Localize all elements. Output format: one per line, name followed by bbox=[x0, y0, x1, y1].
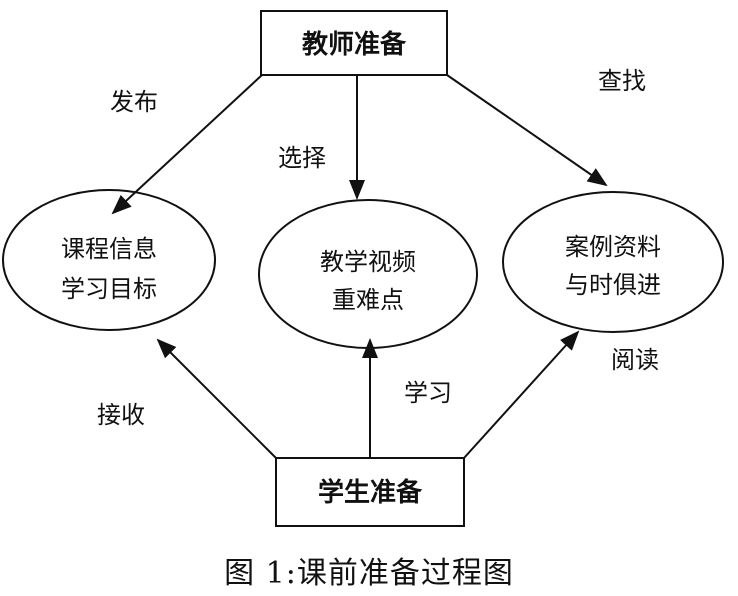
case-material-line1: 案例资料 bbox=[565, 233, 661, 261]
publish-label: 发布 bbox=[110, 88, 158, 116]
search-arrow bbox=[446, 74, 608, 187]
teacher-prep-box bbox=[260, 10, 448, 76]
learn-label: 学习 bbox=[404, 379, 452, 407]
case-material-ellipse bbox=[502, 191, 724, 333]
search-label: 查找 bbox=[598, 67, 646, 95]
publish-arrow bbox=[111, 74, 263, 215]
select-label: 选择 bbox=[278, 144, 326, 172]
figure-caption: 图 1:课前准备过程图 bbox=[224, 556, 514, 591]
course-info-line1: 课程信息 bbox=[61, 235, 157, 263]
teaching-video-line2: 重难点 bbox=[332, 286, 404, 314]
teaching-video-line1: 教学视频 bbox=[320, 248, 416, 276]
case-material-line2: 与时俱进 bbox=[565, 271, 661, 299]
read-arrow bbox=[463, 330, 580, 459]
teacher-prep-label: 教师准备 bbox=[302, 30, 407, 60]
student-prep-box bbox=[275, 457, 465, 527]
course-info-line2: 学习目标 bbox=[61, 275, 157, 303]
student-prep-label: 学生准备 bbox=[318, 477, 423, 508]
receive-label: 接收 bbox=[97, 401, 145, 429]
read-label: 阅读 bbox=[611, 346, 659, 374]
receive-arrow bbox=[156, 338, 277, 459]
course-info-ellipse bbox=[2, 189, 216, 331]
